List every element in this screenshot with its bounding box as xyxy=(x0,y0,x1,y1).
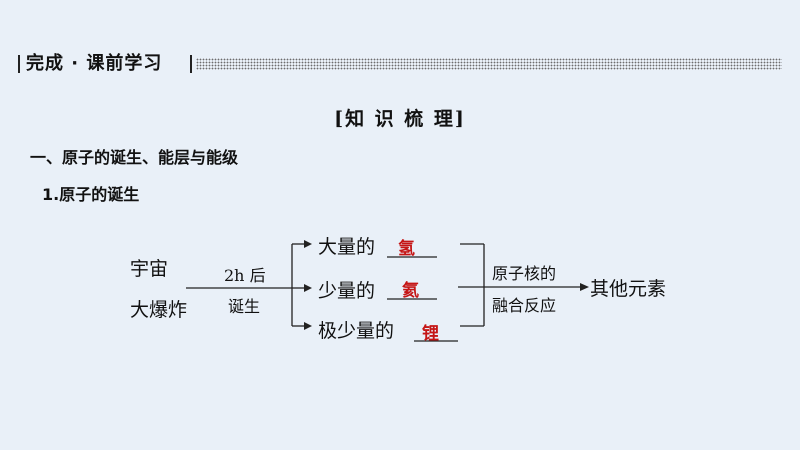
branch-2-prefix: 少量的 xyxy=(318,280,376,302)
branch-1-answer: 氢 xyxy=(398,239,415,259)
source-line-1: 宇宙 xyxy=(130,258,169,280)
branch-2-answer: 氦 xyxy=(402,281,419,301)
right-label-line-2: 融合反应 xyxy=(492,296,557,315)
arrow-top-label: 2h 后 xyxy=(224,266,266,285)
branch-arrowhead-2 xyxy=(304,284,312,292)
header-dotted-rule xyxy=(196,58,782,70)
branch-arrowhead-3 xyxy=(304,322,312,330)
heading-level-1: 一、原子的诞生、能层与能级 xyxy=(30,148,239,167)
section-header: 完成 · 课前学习 xyxy=(18,52,782,76)
branch-arrowhead-1 xyxy=(304,240,312,248)
heading-level-2: 1.原子的诞生 xyxy=(42,185,140,204)
right-label-line-1: 原子核的 xyxy=(492,264,557,283)
branch-3-answer: 锂 xyxy=(422,324,439,344)
result-text: 其他元素 xyxy=(590,278,667,300)
section-title: [知 识 梳 理] xyxy=(334,108,466,130)
header-divider-bar xyxy=(190,55,192,73)
branch-1-prefix: 大量的 xyxy=(318,236,376,258)
header-title: 完成 · 课前学习 xyxy=(26,53,163,74)
final-arrowhead xyxy=(580,283,589,291)
header-left-bar xyxy=(18,55,20,73)
branch-3-prefix: 极少量的 xyxy=(318,320,395,342)
arrow-bottom-label: 诞生 xyxy=(228,297,261,316)
source-line-2: 大爆炸 xyxy=(130,299,188,321)
